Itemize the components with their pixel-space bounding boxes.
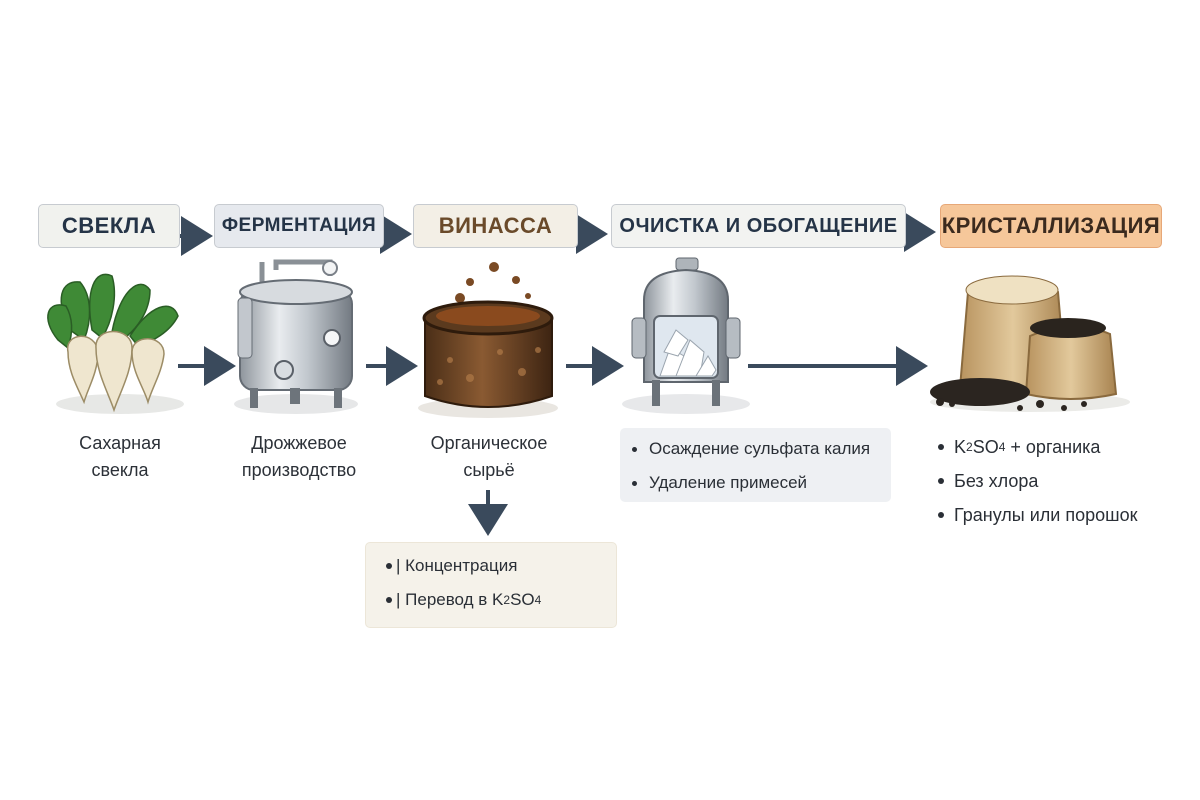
stage-beet-label: СВЕКЛА	[38, 204, 180, 248]
caption-vinasse-line2: сырьё	[463, 460, 515, 480]
bullet-dot	[632, 446, 637, 452]
branch-item-concentration: | Концентрация	[386, 549, 541, 583]
product-item-composition-prefix: K	[954, 436, 967, 457]
caption-vinasse: Органическое сырьё	[414, 430, 564, 484]
caption-beet-line2: свекла	[91, 460, 149, 480]
bullet-dot	[386, 563, 392, 569]
stage-purification-label: ОЧИСТКА И ОБОГАЩЕНИЕ	[611, 204, 906, 248]
product-item-form: Гранулы или порошок	[938, 498, 1137, 532]
sugar-beet-icon	[47, 273, 184, 414]
product-item-composition-suffix: + органика	[1005, 436, 1101, 457]
purification-item-impurities-text: Удаление примесей	[649, 473, 808, 492]
bullet-dot	[632, 480, 637, 486]
stage-vinasse-label: ВИНАССА	[413, 204, 578, 248]
vinasse-barrel-icon	[418, 262, 558, 418]
purification-item-impurities: Удаление примесей	[632, 466, 870, 500]
fertilizer-sacks-icon	[930, 275, 1130, 412]
bullet-dot	[938, 512, 944, 518]
caption-fermentation-line2: производство	[241, 460, 357, 480]
branch-item-conversion-sub1: 2	[503, 593, 511, 607]
product-item-composition-sub1: 2	[966, 440, 973, 454]
branch-item-conversion-prefix: | Перевод в K	[396, 590, 504, 609]
purification-vessel-icon	[622, 257, 750, 414]
caption-vinasse-line1: Органическое	[430, 433, 548, 453]
stage-crystallization-label: КРИСТАЛЛИЗАЦИЯ	[940, 204, 1162, 248]
product-item-composition-sub2: 4	[998, 440, 1006, 454]
purification-item-precipitation-text: Осаждение сульфата калия	[649, 439, 871, 458]
illustration-arrows	[178, 346, 928, 536]
branch-item-conversion-sub2: 4	[534, 593, 542, 607]
fermentation-tank-icon	[234, 259, 358, 414]
caption-beet: Сахарная свекла	[50, 430, 190, 484]
product-item-form-text: Гранулы или порошок	[954, 504, 1138, 525]
product-item-chlorine-free-text: Без хлора	[954, 470, 1039, 491]
caption-fermentation-line1: Дрожжевое	[251, 433, 347, 453]
stage-fermentation-label: ФЕРМЕНТАЦИЯ	[214, 204, 384, 248]
product-item-composition-mid: SO	[972, 436, 999, 457]
caption-beet-line1: Сахарная	[79, 433, 161, 453]
purification-item-precipitation: Осаждение сульфата калия	[632, 432, 870, 466]
purification-notes-card: Осаждение сульфата калия Удаление примес…	[620, 428, 891, 502]
product-item-chlorine-free: Без хлора	[938, 464, 1137, 498]
bullet-dot	[386, 597, 392, 603]
branch-item-conversion-mid: SO	[510, 590, 535, 609]
caption-fermentation: Дрожжевое производство	[224, 430, 374, 484]
branch-item-concentration-text: | Концентрация	[396, 556, 518, 575]
bullet-dot	[938, 444, 944, 450]
bullet-dot	[938, 478, 944, 484]
